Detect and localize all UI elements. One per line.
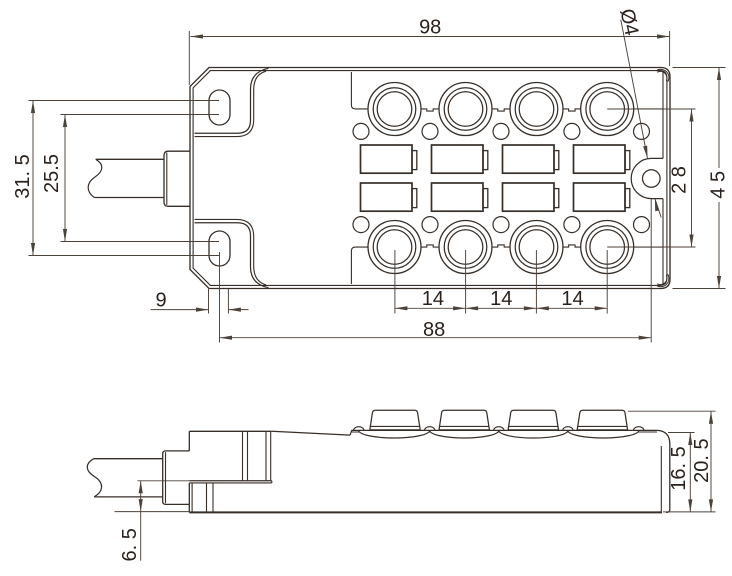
svg-text:14: 14	[490, 288, 512, 310]
svg-text:6. 5: 6. 5	[119, 528, 141, 561]
svg-text:88: 88	[423, 319, 445, 341]
svg-text:Ø4: Ø4	[615, 7, 642, 38]
svg-text:4 5: 4 5	[708, 171, 730, 199]
svg-text:20. 5: 20. 5	[691, 438, 713, 482]
svg-text:31. 5: 31. 5	[12, 154, 34, 198]
svg-text:14: 14	[422, 288, 444, 310]
svg-text:14: 14	[561, 288, 583, 310]
svg-text:2 8: 2 8	[669, 166, 691, 194]
svg-text:98: 98	[419, 16, 441, 38]
svg-text:16. 5: 16. 5	[668, 446, 690, 490]
svg-text:9: 9	[155, 290, 166, 312]
svg-text:25.5: 25.5	[41, 154, 63, 193]
